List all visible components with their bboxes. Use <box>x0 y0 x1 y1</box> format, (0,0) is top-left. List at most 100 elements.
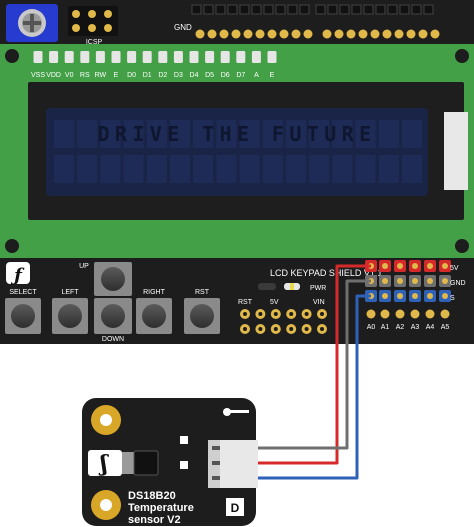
lcd-pin-label: VDD <box>46 72 61 79</box>
lcd-cell <box>402 120 422 148</box>
lcd-cell <box>123 155 144 183</box>
lcd-cell <box>332 120 353 148</box>
lcd-pin-label: V0 <box>65 72 74 79</box>
button-left[interactable] <box>52 298 88 334</box>
button-select[interactable] <box>5 298 41 334</box>
analog-pin <box>425 309 435 319</box>
button-down[interactable] <box>94 298 132 334</box>
lcd-cell <box>77 155 98 183</box>
analog-labels: A0 A1 A2 A3 A4 A5 <box>367 324 450 331</box>
header-pin <box>243 29 253 39</box>
lcd-cell <box>193 155 214 183</box>
button-right[interactable] <box>136 298 172 334</box>
sensor-chip <box>133 450 159 476</box>
lcd-pin-pad <box>173 51 183 63</box>
button-select-label: SELECT <box>9 289 37 296</box>
lcd-pin-pad <box>142 51 152 63</box>
analog-label-a3: A3 <box>411 324 420 331</box>
header-pin <box>291 29 301 39</box>
lcd-cell <box>239 155 260 183</box>
led-off <box>258 283 276 290</box>
analog-label-a4: A4 <box>426 324 435 331</box>
icsp-header <box>68 6 118 36</box>
lcd-pin-label: D5 <box>205 72 214 79</box>
io-header <box>365 260 451 319</box>
analog-label-a2: A2 <box>396 324 405 331</box>
button-up[interactable] <box>94 262 132 296</box>
lcd-cell <box>402 155 422 183</box>
lcd-cell <box>239 120 260 148</box>
power-header <box>240 309 327 334</box>
lcd-pin-pad <box>220 51 230 63</box>
lcd-cell <box>262 120 283 148</box>
lcd-pin-pad <box>236 51 246 63</box>
lcd-backlight-tab <box>444 112 468 190</box>
lcd-pin-label: RW <box>95 72 107 79</box>
lcd-cell <box>193 120 214 148</box>
pwr-label: PWR <box>310 285 326 292</box>
header-pin <box>195 29 205 39</box>
lcd-pin-pad <box>205 51 215 63</box>
analog-label-a1: A1 <box>381 324 390 331</box>
power-label-5v: 5V <box>270 299 279 306</box>
lcd-pin-label: D7 <box>236 72 245 79</box>
header-pin <box>322 29 332 39</box>
lcd-pin-label: A <box>254 72 259 79</box>
button-rst[interactable] <box>184 298 220 334</box>
analog-pin <box>410 309 420 319</box>
header-pin <box>382 29 392 39</box>
keypad-shield: ƒ LCD KEYPAD SHIELD V1.1 UP SELECT LEFT … <box>0 258 474 344</box>
analog-pin <box>366 309 376 319</box>
lcd-cell <box>100 155 121 183</box>
header-pin <box>406 29 416 39</box>
header-pin <box>207 29 217 39</box>
header-pin <box>255 29 265 39</box>
lcd-pin-pad <box>127 51 137 63</box>
lcd-cell <box>216 155 237 183</box>
lcd-cell <box>146 120 167 148</box>
lcd-cell <box>355 155 376 183</box>
lcd-pin-label: E <box>270 72 275 79</box>
lcd-pin-pad <box>158 51 168 63</box>
header-pin <box>303 29 313 39</box>
lcd-pin-label: VSS <box>31 72 45 79</box>
analog-label-a0: A0 <box>367 324 376 331</box>
lcd-pin-label: D4 <box>190 72 199 79</box>
lcd-cell <box>123 120 144 148</box>
dfrobot-logo-glyph: ƒ <box>10 265 25 286</box>
power-label-vin: VIN <box>313 299 325 306</box>
lcd-pin-pad <box>267 51 277 63</box>
wires <box>258 264 371 480</box>
lcd-pin-pad <box>251 51 261 63</box>
dfrobot-logo <box>6 262 30 284</box>
button-down-label: DOWN <box>102 336 124 343</box>
io-label-gnd: GND <box>450 280 466 287</box>
header-pin <box>219 29 229 39</box>
sensor-name-line2: Temperature <box>128 502 194 514</box>
lcd-cell <box>378 120 399 148</box>
ds18b20-sensor-board: ʃ D DS18B20 Temperature sensor V2 <box>82 398 258 526</box>
lcd-pin-pad <box>189 51 199 63</box>
wire-gray-gnd <box>258 279 371 450</box>
header-pin <box>370 29 380 39</box>
lcd-cell <box>100 120 121 148</box>
lcd-cell <box>309 120 330 148</box>
header-pin <box>267 29 277 39</box>
lcd-pin-pads <box>33 51 277 63</box>
header-pin <box>418 29 428 39</box>
analog-pin <box>395 309 405 319</box>
sensor-name-line3: sensor V2 <box>128 514 181 526</box>
lcd-cell <box>332 155 353 183</box>
lcd-cell <box>262 155 283 183</box>
header-pin <box>346 29 356 39</box>
lcd-cell <box>355 120 376 148</box>
button-left-label: LEFT <box>61 289 79 296</box>
lcd-pin-pad <box>95 51 105 63</box>
lcd-pin-pad <box>49 51 59 63</box>
dfrobot-logo-sensor <box>88 450 122 476</box>
lcd-pin-label: E <box>114 72 119 79</box>
lcd-cell <box>170 120 190 148</box>
sensor-name-line1: DS18B20 <box>128 490 176 502</box>
